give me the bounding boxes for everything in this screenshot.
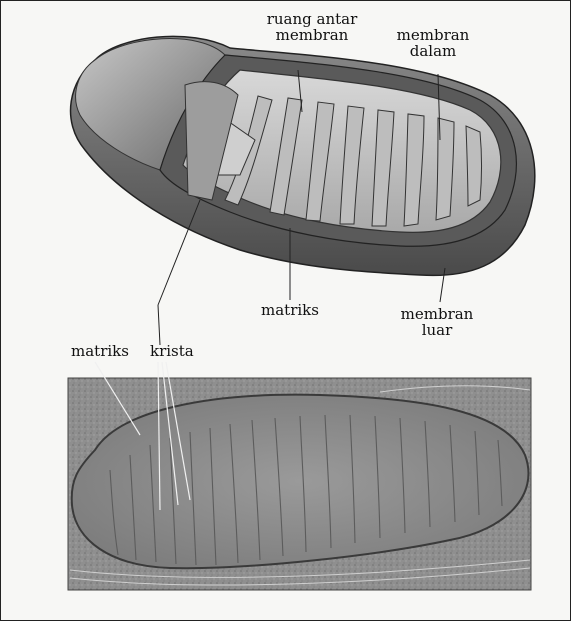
label-intermembrane-space: ruang antar membran xyxy=(252,11,372,43)
mitochondrion-illustration xyxy=(71,36,535,275)
electron-micrograph xyxy=(68,378,531,590)
label-inner-membrane: membran dalam xyxy=(383,27,483,59)
label-matrix-bottom: matriks xyxy=(71,343,129,359)
label-cristae: krista xyxy=(150,343,194,359)
label-matrix-top: matriks xyxy=(252,302,328,318)
label-outer-membrane: membran luar xyxy=(392,306,482,338)
